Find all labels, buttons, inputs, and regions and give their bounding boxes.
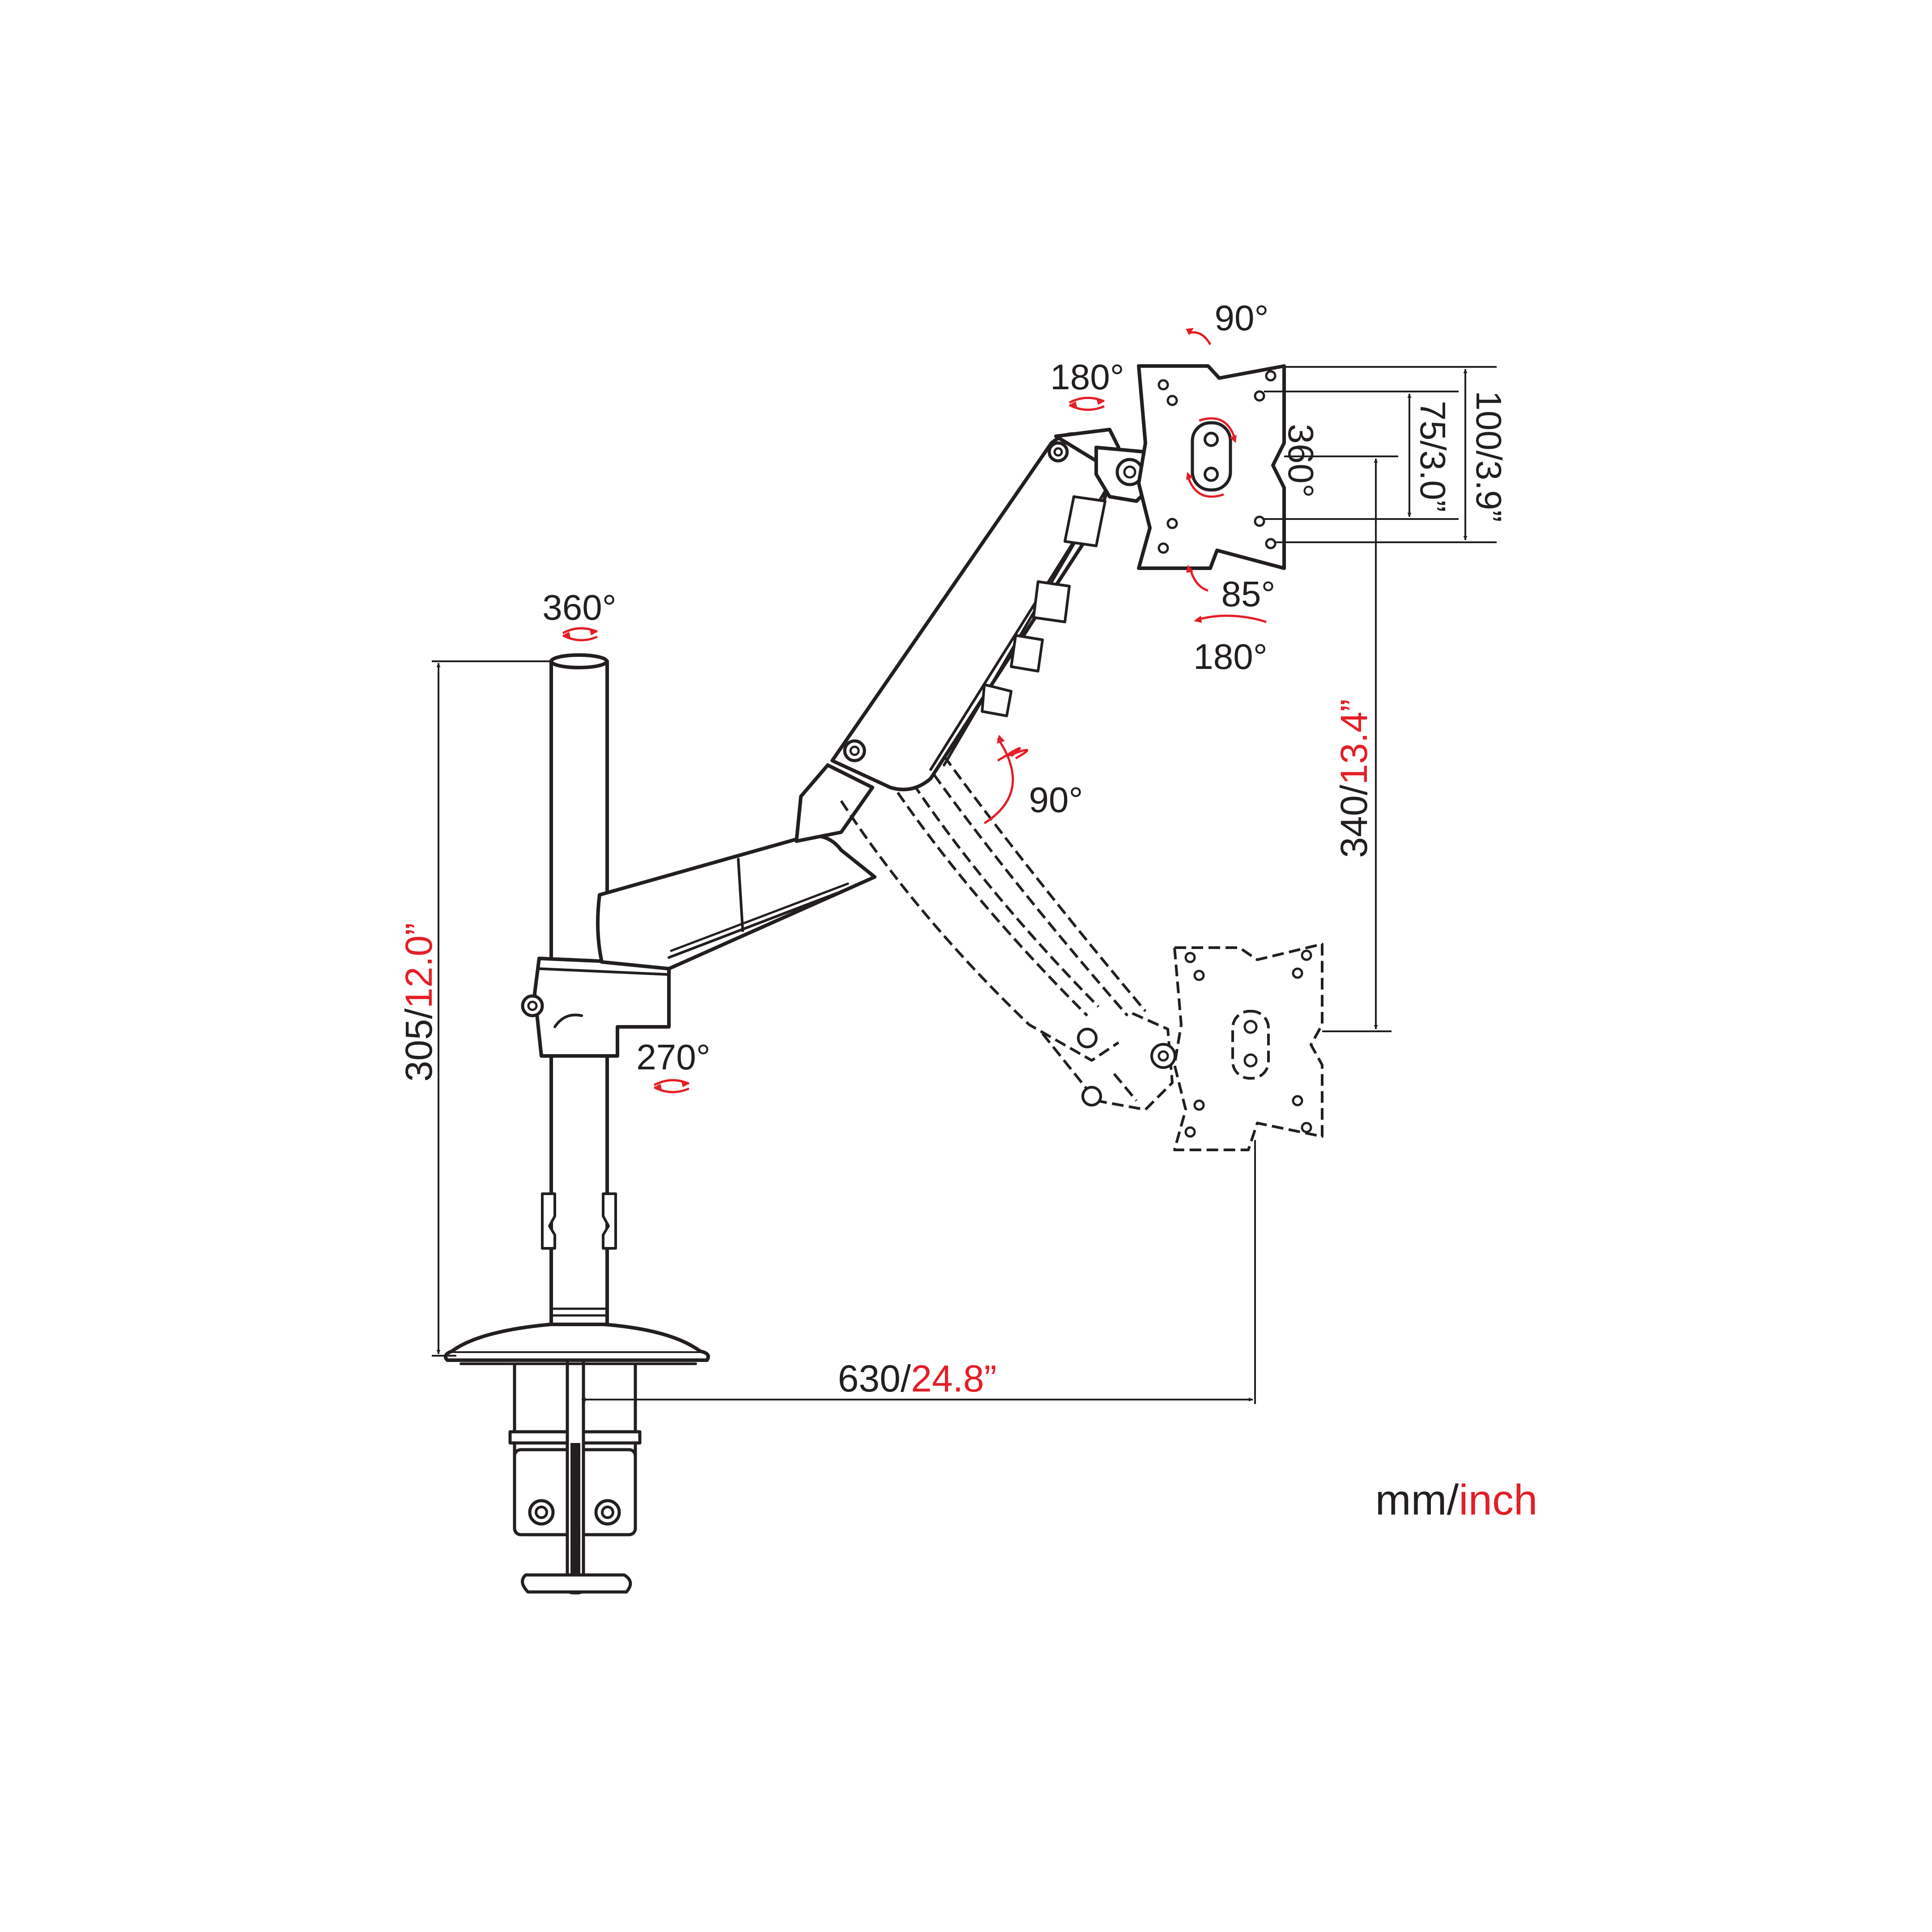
upper-arm [830, 432, 1111, 792]
pole-height-label: 305/12.0” [398, 923, 440, 1082]
rotate-icon [1068, 396, 1105, 411]
plate-tilt-top-label: 90° [1215, 298, 1269, 338]
plate-tilt-bottom-label: 85° [1221, 574, 1276, 614]
dimension-lines [432, 366, 1497, 1404]
lift-range-label: 340/13.4” [1333, 699, 1375, 858]
lowered-arm-outline [840, 755, 1176, 1111]
tilt-down-icon [1186, 565, 1209, 592]
vesa-plate-top [1137, 364, 1286, 570]
lift-icon [983, 735, 1029, 825]
pole-collar [521, 957, 671, 1058]
swivel-icon [1194, 614, 1267, 623]
lower-arm [596, 763, 877, 970]
rotation-indicators [562, 328, 1267, 1094]
arm-joint-rotation-label: 270° [636, 1037, 710, 1077]
units-legend: mm/inch [1375, 1476, 1538, 1524]
head-swivel-bottom-label: 180° [1193, 637, 1267, 677]
rotate-icon [653, 1079, 689, 1094]
desk-clamp [508, 1354, 642, 1595]
tilt-up-icon [1186, 328, 1212, 345]
dimension-labels: 305/12.0” 630/24.8” 340/13.4” 75/3.0” 10… [398, 391, 1509, 1400]
plate-rotation-label: 360° [1281, 424, 1321, 498]
base-plate [443, 1323, 710, 1365]
rotate-icon [562, 627, 598, 642]
vesa-plate-lowered [1173, 943, 1323, 1151]
pole-rotation-label: 360° [542, 587, 616, 627]
angle-labels: 360° 270° 90° 180° 360° 85° 180° 90° [542, 298, 1321, 1077]
arm-lift-label: 90° [1029, 780, 1083, 820]
plate-rotate-icon [1186, 417, 1237, 498]
reach-label: 630/24.8” [838, 1358, 997, 1400]
vesa-large-label: 100/3.9” [1469, 391, 1509, 522]
vesa-small-label: 75/3.0” [1413, 400, 1453, 512]
head-swivel-label: 180° [1050, 357, 1124, 397]
